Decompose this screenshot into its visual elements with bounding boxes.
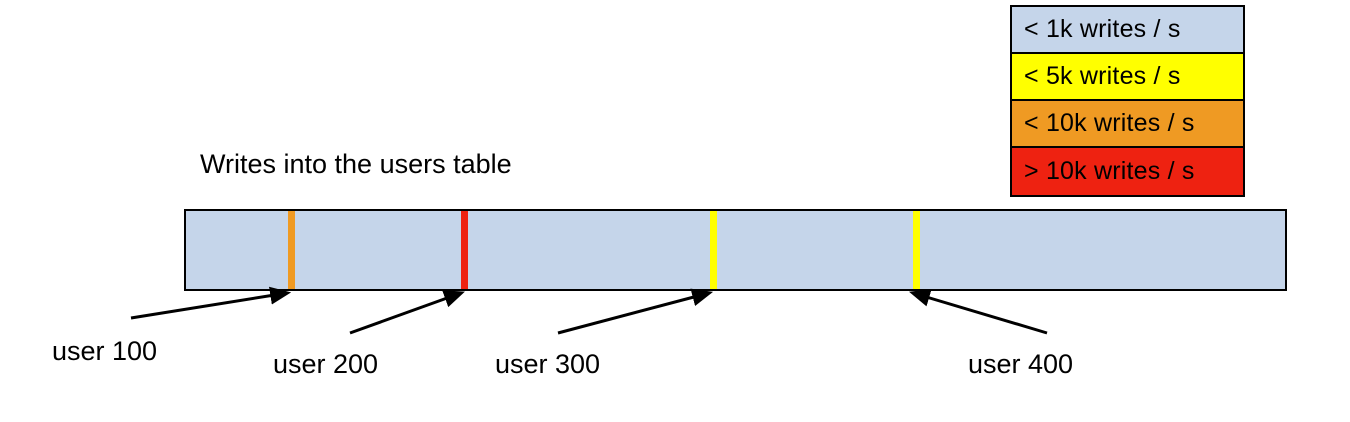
legend-label-over-10k: > 10k writes / s [1024, 157, 1195, 185]
callout-user-300: user 300 [495, 349, 601, 379]
callout-user-400: user 400 [968, 349, 1074, 379]
legend-row-under-5k: < 5k writes / s [1012, 54, 1243, 101]
write-rate-legend: < 1k writes / s < 5k writes / s < 10k wr… [1010, 5, 1245, 197]
legend-label-under-1k: < 1k writes / s [1024, 15, 1181, 43]
callout-user-100: user 100 [52, 336, 158, 366]
chart-title: Writes into the users table [200, 149, 512, 179]
user-200-stripe [461, 211, 468, 289]
legend-row-over-10k: > 10k writes / s [1012, 148, 1243, 195]
arrow-to-user-300 [557, 288, 714, 335]
legend-row-under-1k: < 1k writes / s [1012, 7, 1243, 54]
arrow-to-user-100 [130, 286, 292, 320]
legend-label-under-10k: < 10k writes / s [1024, 109, 1195, 137]
arrow-to-user-200 [349, 290, 465, 335]
legend-label-under-5k: < 5k writes / s [1024, 62, 1181, 90]
legend-row-under-10k: < 10k writes / s [1012, 101, 1243, 148]
callout-user-200: user 200 [273, 349, 379, 379]
users-table-bar [184, 209, 1287, 291]
user-400-stripe [913, 211, 920, 289]
arrow-to-user-400 [908, 289, 1048, 335]
user-100-stripe [288, 211, 295, 289]
user-300-stripe [710, 211, 717, 289]
